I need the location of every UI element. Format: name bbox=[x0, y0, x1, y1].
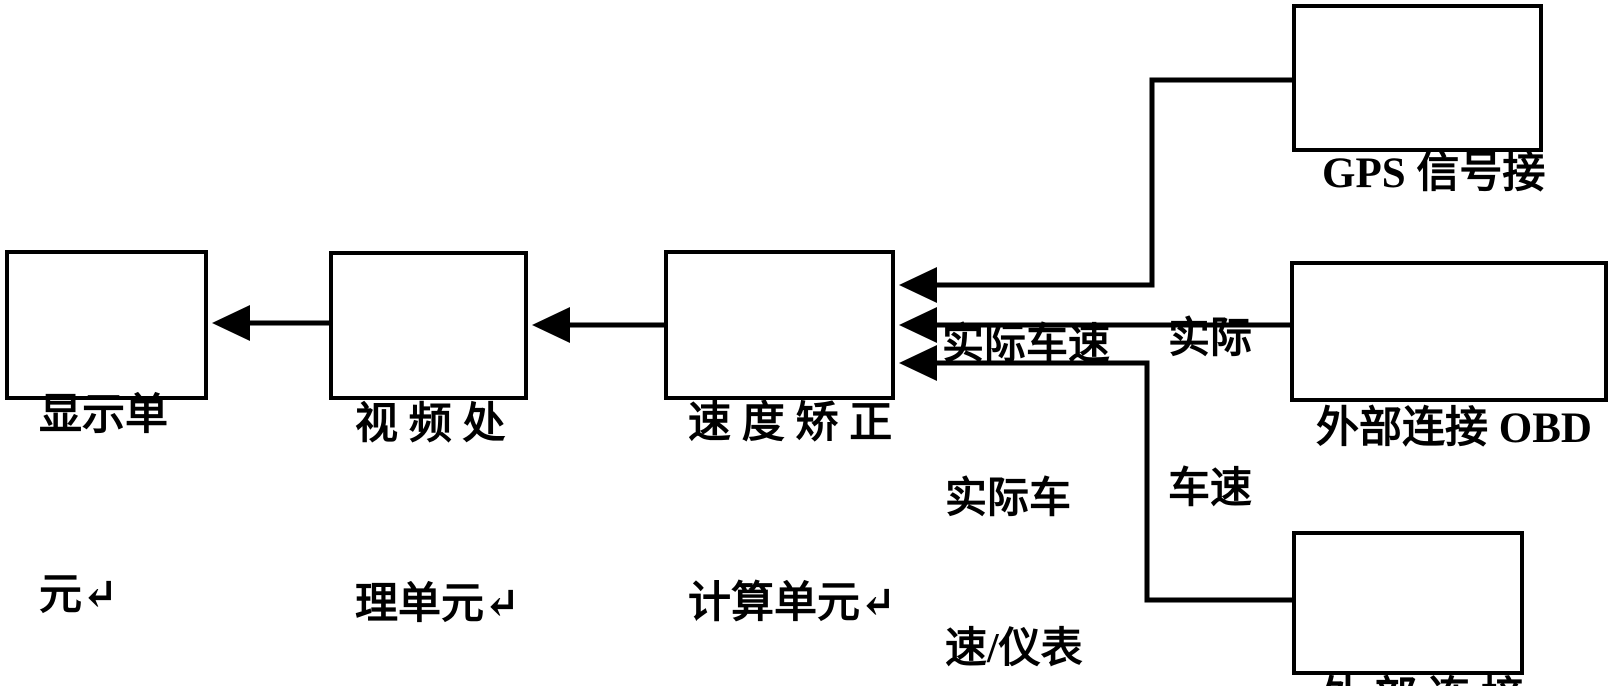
label-text-line: 速/仪表 bbox=[945, 626, 1083, 672]
box-text-line: 计算单元↵ bbox=[688, 580, 897, 627]
arrow-obd-to-speedcorr bbox=[899, 307, 1290, 343]
left-arrowhead-icon bbox=[899, 267, 937, 303]
box-text-line: 元↵ bbox=[39, 572, 119, 619]
obd-connection-box: 外部连接 OBD 得到速度↵ bbox=[1290, 261, 1608, 632]
video-processing-unit-box: 视 频 处 理单元↵ bbox=[329, 251, 528, 628]
box-text-line: GPS 信号接 bbox=[1322, 150, 1546, 197]
arrow-gps-to-speedcorr bbox=[899, 77, 1292, 303]
label-text-line: 实际车 bbox=[945, 476, 1072, 522]
speed-correction-unit-box: 速 度 矫 正 计算单元↵ bbox=[664, 250, 896, 627]
left-arrowhead-icon bbox=[899, 345, 937, 381]
left-arrowhead-icon bbox=[212, 305, 250, 341]
box-text-line: 速 度 矫 正 bbox=[688, 400, 893, 447]
box-text-line: 视 频 处 bbox=[355, 401, 506, 448]
label-actual-speed-obd: 实际 车速 bbox=[1168, 214, 1252, 614]
box-text-line: 外部连接 OBD bbox=[1316, 405, 1592, 452]
label-text-line: 车速 bbox=[1168, 466, 1253, 512]
arrow-video-to-display bbox=[212, 305, 330, 341]
display-unit-box: 显示单 元↵ bbox=[5, 250, 208, 619]
left-arrowhead-icon bbox=[532, 307, 570, 343]
label-actual-speed-dashboard: 实际车 速/仪表 盘显示速 度值 bbox=[945, 374, 1113, 686]
arrow-phone-to-speedcorr bbox=[899, 345, 1292, 603]
label-text-line: 实际车速 bbox=[942, 322, 1111, 368]
external-phone-box: 外 部 连 接 的手机↵ bbox=[1292, 531, 1524, 686]
box-text-line: 理单元↵ bbox=[355, 581, 521, 628]
box-text-line: 显示单 bbox=[39, 392, 168, 439]
gps-signal-receiver-box: GPS 信号接 收单元↵ bbox=[1292, 4, 1545, 377]
arrow-speedcorr-to-video bbox=[532, 307, 664, 343]
left-arrowhead-icon bbox=[899, 307, 937, 343]
label-actual-speed-gps: 实际车速 bbox=[942, 220, 1110, 470]
label-text-line: 实际 bbox=[1168, 316, 1253, 362]
box-text-line: 外 部 连 接 bbox=[1320, 669, 1524, 686]
